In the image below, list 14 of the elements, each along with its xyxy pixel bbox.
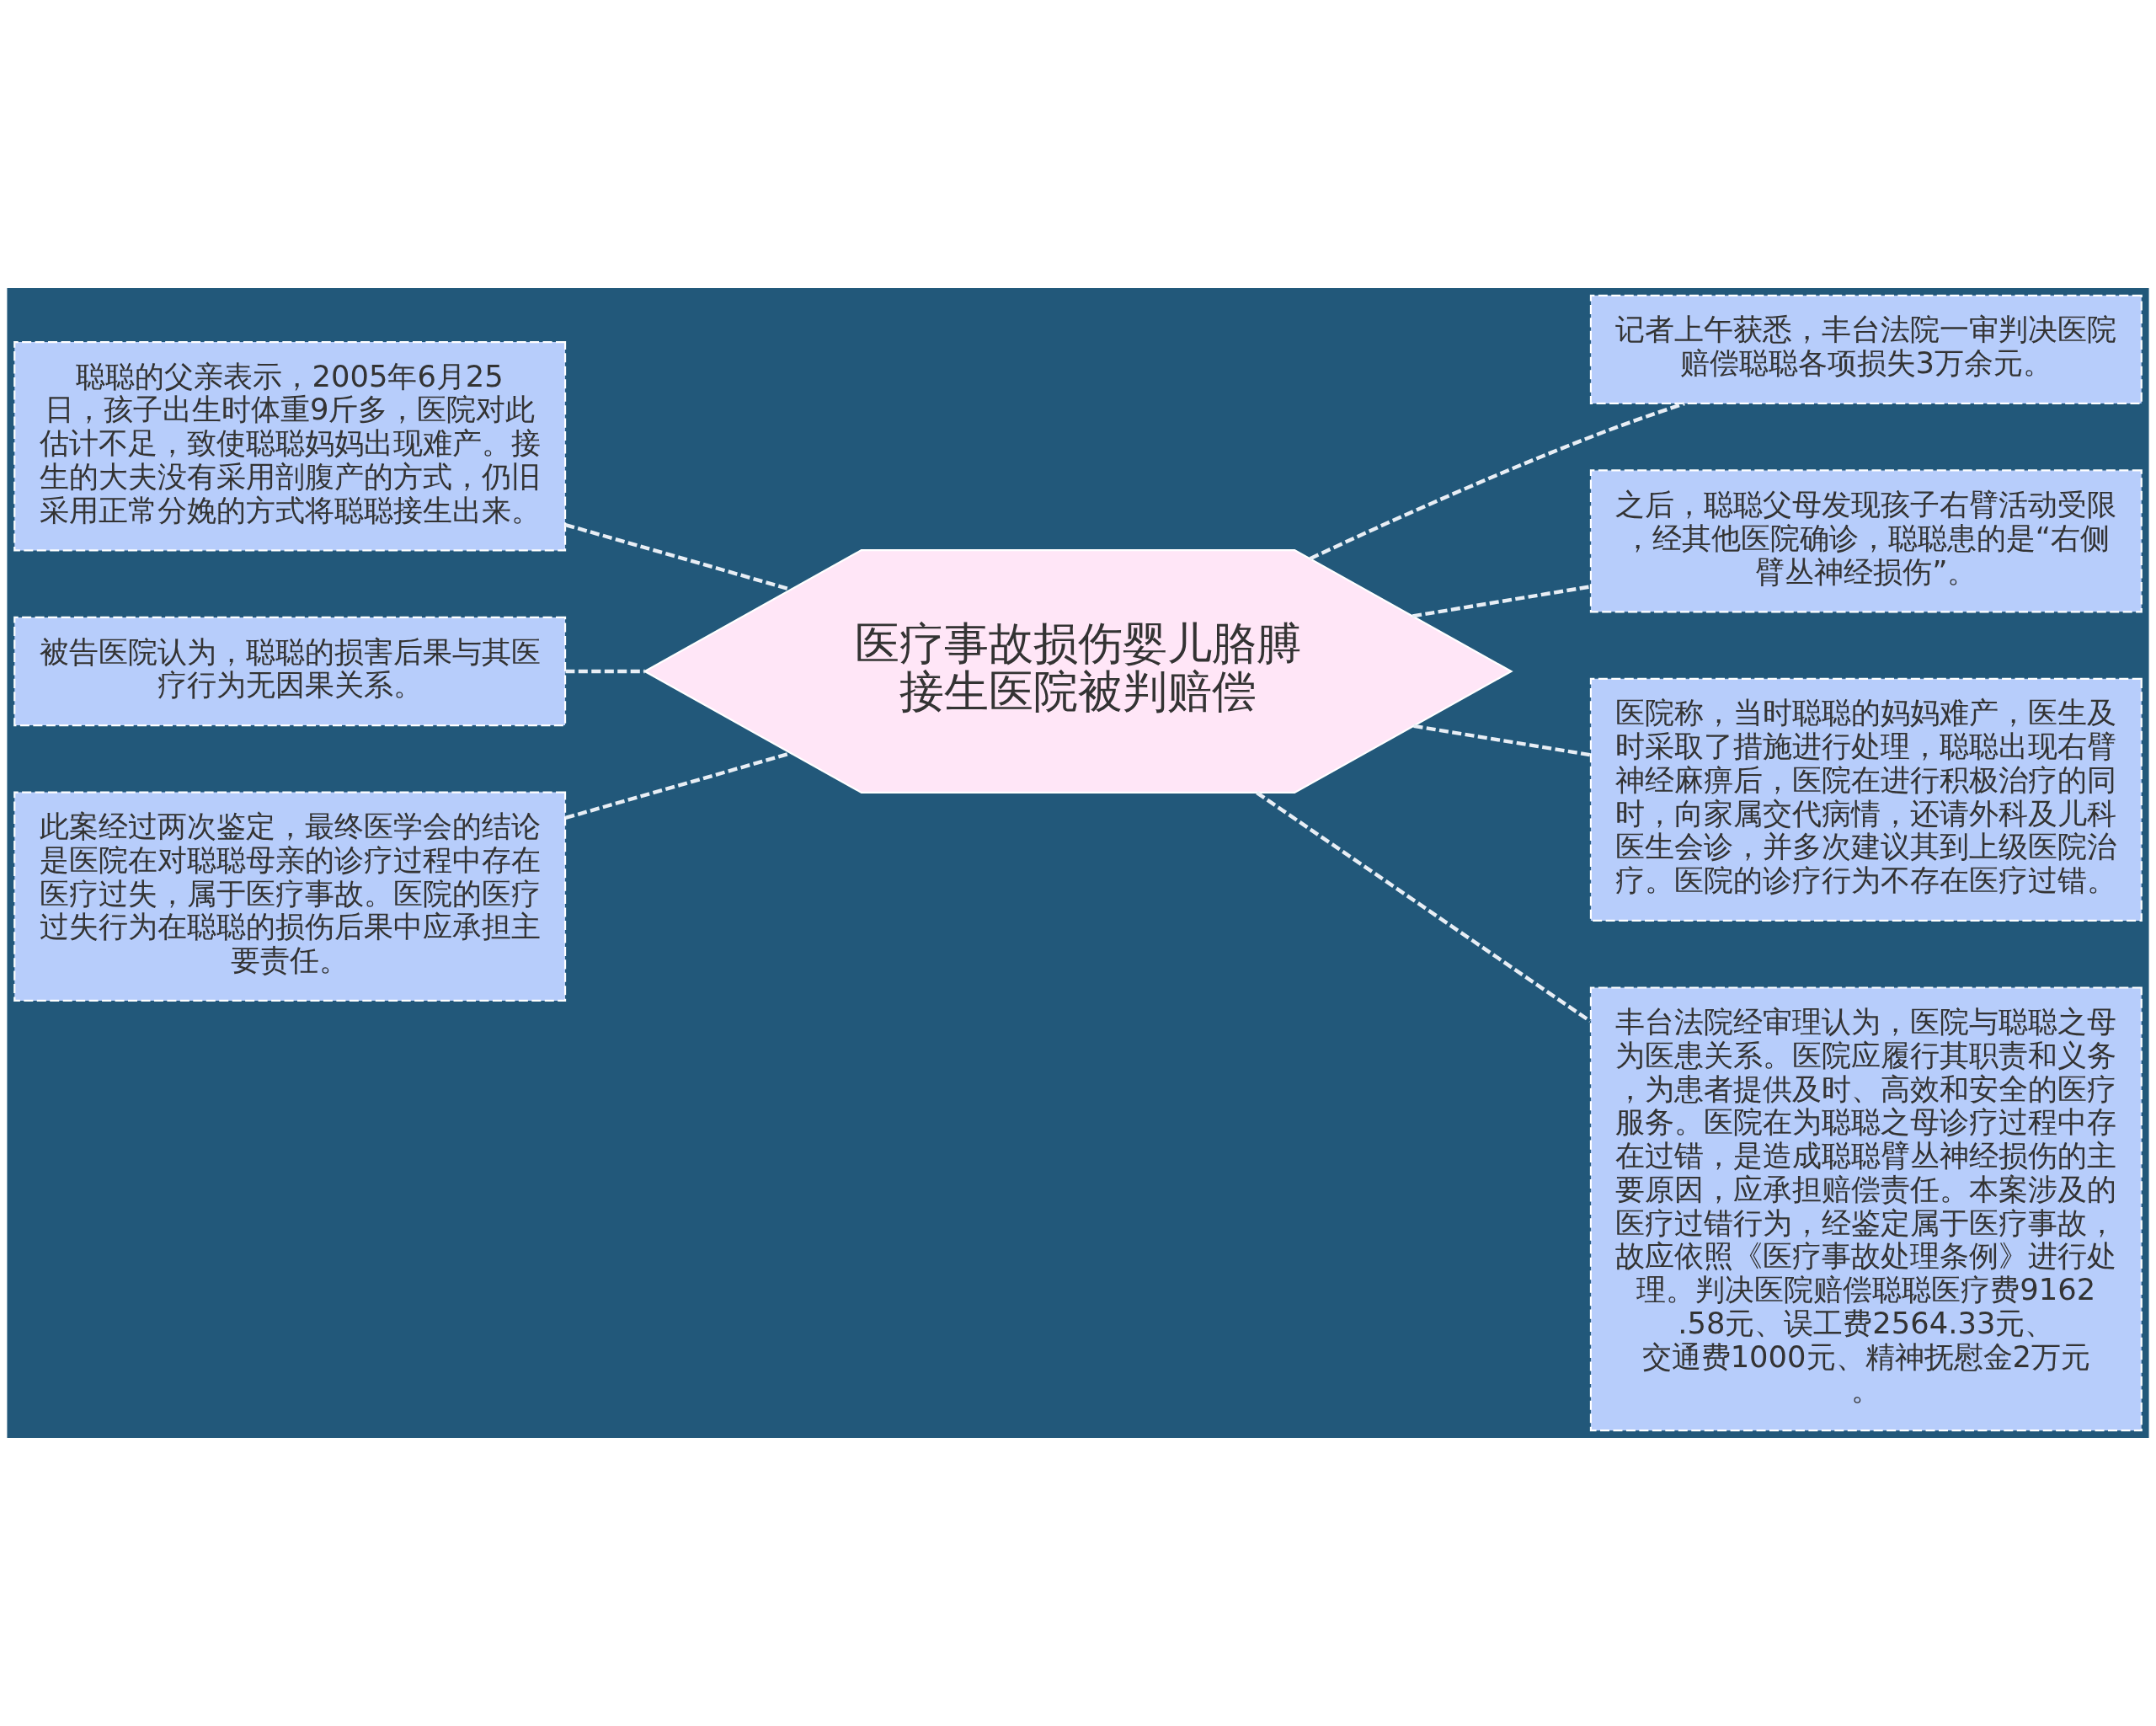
node-box: 之后，聪聪父母发现孩子右臂活动受限，经其他医院确诊，聪聪患的是“右侧臂丛神经损伤”。 (1589, 469, 2143, 613)
connector (1413, 724, 1591, 757)
node-box: 记者上午获悉，丰台法院一审判决医院赔偿聪聪各项损失3万余元。 (1589, 294, 2143, 405)
connector (565, 669, 645, 674)
connector (1309, 402, 1685, 561)
node-box: 被告医院认为，聪聪的损害后果与其医疗行为无因果关系。 (13, 616, 567, 727)
node-box: 丰台法院经审理认为，医院与聪聪之母为医患关系。医院应履行其职责和义务，为患者提供及时、高效和安全的医疗服务。医院在为聪聪之母诊疗过程中存在过错，是造成聪聪臂丛神经损伤的主要原因，应承担赔偿责任。本案涉及的医疗过错行为，经鉴定属于医疗事故，故应依照《医疗事故处理条例》进行处理。判决医院赔偿聪聪医疗费9162.58元、误工费2564.33元、交通费1000元、精神抚慰金2万元。 (1589, 986, 2143, 1432)
connector (1256, 791, 1592, 1023)
connector (564, 751, 792, 820)
connector (564, 522, 792, 591)
node-box: 聪聪的父亲表示，2005年6月25日，孩子出生时体重9斤多，医院对此估计不足，致使聪聪妈妈出现难产。接生的大夫没有采用剖腹产的方式，仍旧采用正常分娩的方式将聪聪接生出来。 (13, 340, 567, 552)
connector (1412, 585, 1591, 618)
node-box: 此案经过两次鉴定，最终医学会的结论是医院在对聪聪母亲的诊疗过程中存在医疗过失，属于医疗事故。医院的医疗过失行为在聪聪的损伤后果中应承担主要责任。 (13, 791, 567, 1002)
node-box: 医院称，当时聪聪的妈妈难产，医生及时采取了措施进行处理，聪聪出现右臂神经麻痹后，医院在进行积极治疗的同时，向家属交代病情，还请外科及儿科医生会诊，并多次建议其到上级医院治疗。医院的诊疗行为不存在医疗过错。 (1589, 677, 2143, 922)
